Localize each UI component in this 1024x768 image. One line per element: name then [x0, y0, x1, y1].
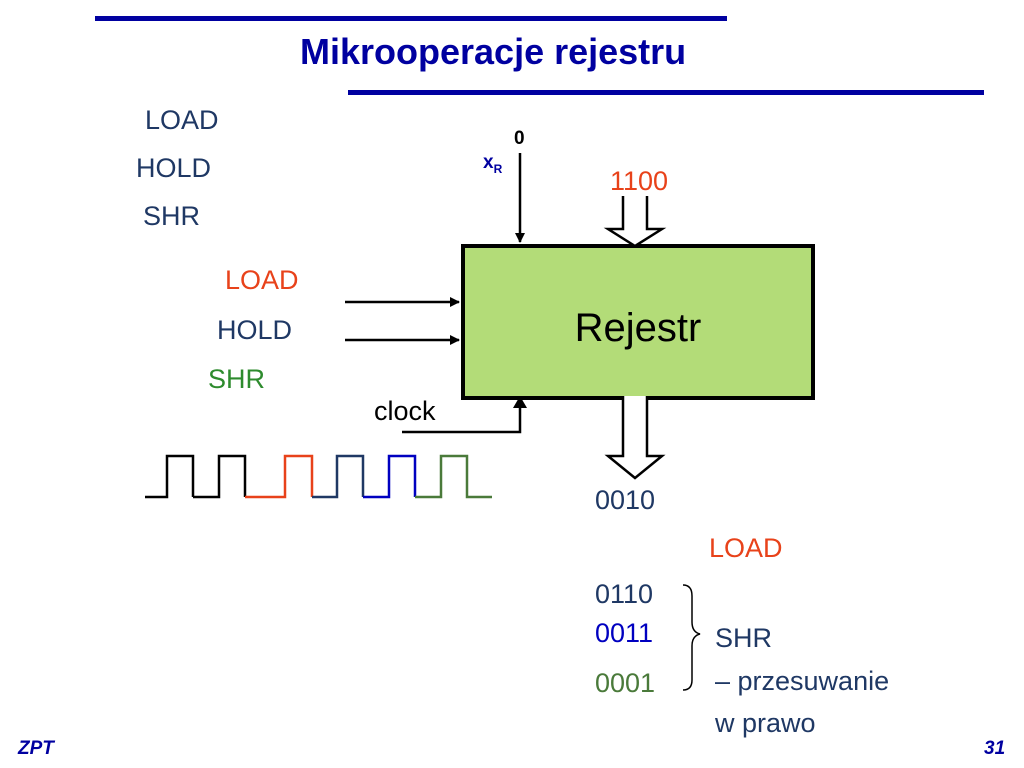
footer-left: ZPT [18, 738, 54, 759]
serial-input-label: xR [483, 152, 502, 176]
ops-list-hold: HOLD [136, 153, 212, 183]
output-shift-3: 0001 [595, 668, 656, 698]
clock-pulse-red [245, 454, 314, 499]
register-label: Rejestr [574, 306, 702, 350]
input-label-hold: HOLD [217, 315, 293, 345]
clock-pulse-black-2 [193, 454, 247, 499]
input-label-load: LOAD [225, 265, 299, 295]
shr-label: SHR [715, 623, 773, 653]
shift-brace [682, 584, 701, 691]
title-rule-bottom [348, 90, 984, 95]
clock-arrow-head [513, 396, 527, 408]
clock-label: clock [374, 396, 436, 426]
serial-input-value: 0 [514, 128, 525, 149]
output-first: 0010 [595, 485, 656, 515]
ops-list-load: LOAD [145, 105, 219, 135]
ops-list-shr: SHR [143, 201, 201, 231]
parallel-input-value: 1100 [610, 166, 669, 196]
clock-pulse-green [415, 454, 492, 499]
input-label-shr: SHR [208, 364, 266, 394]
shr-description-line1: – przesuwanie [715, 666, 890, 696]
clock-pulse-black-1 [145, 454, 195, 499]
parallel-input-arrow [603, 196, 667, 248]
clock-pulse-blue [363, 454, 417, 499]
footer-page-number: 31 [984, 738, 1006, 759]
parallel-output-arrow [604, 396, 666, 480]
serial-input-x: x [483, 152, 494, 173]
clock-arrow-line [402, 399, 522, 434]
output-shift-2: 0011 [595, 618, 654, 648]
shr-description-line2: w prawo [715, 708, 816, 738]
clock-pulse-darkblue [312, 454, 365, 499]
output-load-label: LOAD [709, 533, 783, 563]
output-shift-1: 0110 [595, 579, 654, 609]
page-title: Mikrooperacje rejestru [300, 31, 687, 72]
serial-input-subscript: R [493, 161, 503, 176]
title-rule-top [95, 16, 727, 21]
